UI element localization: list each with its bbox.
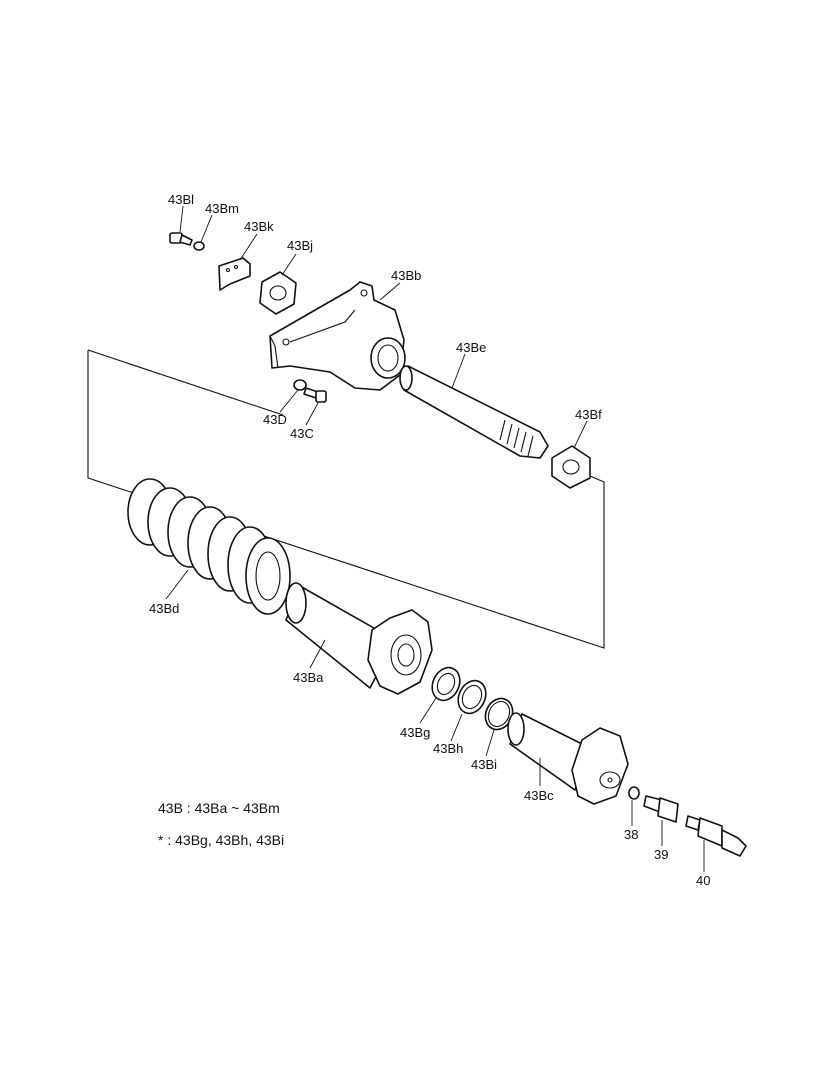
leader-lines (165, 205, 705, 872)
shaft-43be (399, 365, 549, 459)
label-40: 40 (696, 873, 710, 888)
label-43bk: 43Bk (244, 219, 274, 234)
bolt-43bl (169, 232, 193, 246)
legend-line-2: * : 43Bg, 43Bh, 43Bi (158, 832, 284, 848)
label-43bd: 43Bd (149, 601, 179, 616)
label-43bg: 43Bg (400, 725, 430, 740)
bolt-43c (303, 387, 327, 403)
label-43bf: 43Bf (575, 407, 602, 422)
bracket-43bk (218, 257, 251, 291)
label-43bl: 43Bl (168, 192, 194, 207)
piston-43bc (507, 712, 629, 805)
label-43d: 43D (263, 412, 287, 427)
label-38: 38 (624, 827, 638, 842)
label-43bb: 43Bb (391, 268, 421, 283)
ring-43bh (457, 679, 487, 715)
label-43c: 43C (290, 426, 314, 441)
yoke-43bb (269, 281, 406, 391)
washer-43d (293, 379, 307, 391)
label-39: 39 (654, 847, 668, 862)
washer-43bm (193, 241, 205, 251)
label-43bi: 43Bi (471, 757, 497, 772)
label-43be: 43Be (456, 340, 486, 355)
label-43bc: 43Bc (524, 788, 554, 803)
cylinder-43ba (285, 582, 433, 695)
valve-39 (643, 795, 679, 823)
oring-38 (628, 786, 640, 800)
assembly-frame-top (87, 349, 284, 416)
nut-43bj (259, 271, 297, 315)
assembly-frame (87, 350, 605, 649)
grease-fitting-40 (685, 815, 747, 857)
label-43bm: 43Bm (205, 201, 239, 216)
label-43bj: 43Bj (287, 238, 313, 253)
label-43ba: 43Ba (293, 670, 324, 685)
nut-43bf (551, 445, 591, 489)
label-43bh: 43Bh (433, 741, 463, 756)
spring-43bd (127, 478, 291, 615)
legend-line-1: 43B : 43Ba ~ 43Bm (158, 800, 280, 816)
